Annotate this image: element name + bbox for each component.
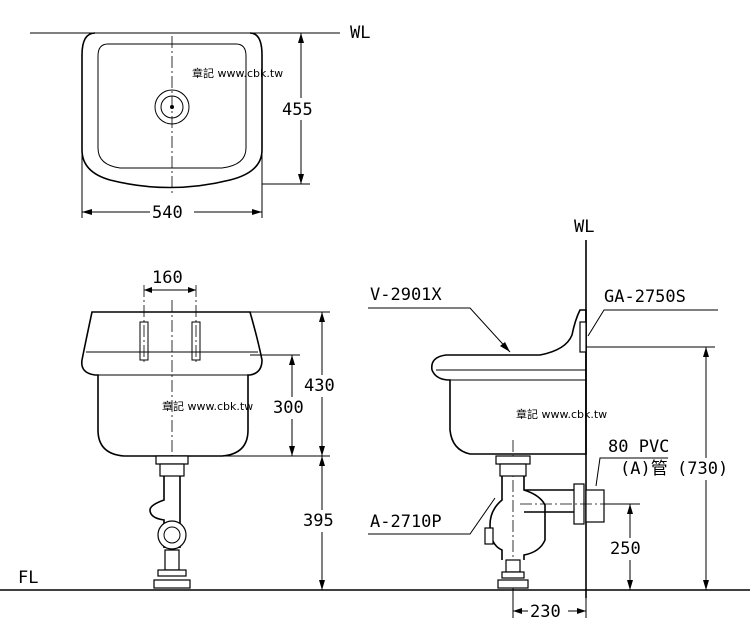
arrow-icon — [703, 347, 709, 357]
front-drain-flange — [155, 455, 189, 465]
dim-430-text: 430 — [304, 376, 335, 396]
valve-model-leader — [587, 309, 718, 337]
side-trap-body — [489, 476, 546, 560]
side-sink-body — [430, 309, 587, 455]
arrow-icon — [289, 355, 295, 365]
top-view: WL 章記 www.cbk.tw 455 540 — [30, 23, 370, 223]
dim-455-bg — [282, 98, 320, 120]
sink-model-label: V-2901X — [370, 285, 442, 305]
trap-model-leader — [368, 497, 496, 535]
front-leg-nut — [157, 569, 187, 577]
dim-230-text: 230 — [530, 602, 561, 622]
front-view: FL 160 章記 www.cbk.tw — [0, 268, 750, 591]
dim-230-bg — [528, 602, 568, 620]
dim-160-text: 160 — [152, 268, 183, 288]
trap-model-label: A-2710P — [370, 512, 442, 532]
arrow-icon — [627, 504, 633, 514]
side-support-leg — [505, 559, 521, 573]
dim-455-text: 455 — [282, 100, 313, 120]
top-bowl-outline — [81, 32, 263, 189]
dim-730-text: (730) — [677, 459, 728, 479]
top-basin-inner — [97, 43, 247, 169]
side-foot — [497, 579, 529, 589]
side-drain-flange — [495, 455, 531, 465]
arrow-icon — [319, 456, 325, 466]
arrow-icon — [513, 608, 522, 614]
side-leg-nut — [501, 571, 525, 579]
arrow-icon — [703, 580, 709, 590]
valve-model-label: GA-2750S — [604, 287, 686, 307]
dim-540-text: 540 — [152, 203, 183, 223]
wl-label-side: WL — [574, 217, 594, 237]
wl-label-top: WL — [350, 23, 370, 43]
pipe-label-line1: 80 PVC — [608, 437, 669, 457]
side-outlet-pipe — [524, 489, 578, 513]
pipe-label-leader — [595, 457, 668, 487]
arrow-icon — [577, 608, 586, 614]
side-wall-pipe — [585, 489, 605, 523]
dim-300-bg — [273, 397, 311, 419]
front-drain-nut — [159, 463, 185, 477]
sink-model-leader — [368, 307, 511, 353]
arrow-icon — [298, 33, 304, 43]
dim-250-bg — [610, 538, 650, 560]
arrow-icon — [500, 342, 510, 352]
side-cleanout-icon — [484, 527, 494, 545]
watermark-side: 章記 www.cbk.tw — [516, 407, 607, 421]
side-view: WL 章記 www.cbk.tw V-2901X GA-2750S A-2710… — [368, 217, 735, 622]
arrow-icon — [627, 580, 633, 590]
dim-300-text: 300 — [273, 398, 304, 418]
front-cleanout-inner-icon — [163, 526, 181, 544]
dim-730-bg — [677, 458, 735, 480]
arrow-icon — [289, 446, 295, 456]
front-foot — [153, 579, 191, 589]
dim-395-bg — [303, 510, 343, 532]
arrow-icon — [319, 446, 325, 456]
arrow-icon — [298, 174, 304, 184]
pipe-label-line2: (A)管 — [620, 459, 668, 479]
arrow-icon — [144, 287, 152, 293]
arrow-icon — [319, 312, 325, 322]
dim-540-bg — [150, 203, 194, 221]
dim-395-text: 395 — [303, 511, 334, 531]
watermark-top: 章記 www.cbk.tw — [192, 66, 283, 80]
arrow-icon — [319, 580, 325, 590]
watermark-front: 章記 www.cbk.tw — [162, 399, 253, 413]
front-support-leg — [164, 549, 180, 571]
side-drain-nut — [499, 463, 527, 477]
dim-430-bg — [304, 375, 342, 397]
arrow-icon — [82, 209, 92, 215]
fl-label: FL — [18, 568, 38, 588]
side-valve-icon — [579, 321, 587, 353]
front-cleanout-icon — [157, 520, 187, 550]
dim-250-text: 250 — [610, 539, 641, 559]
arrow-icon — [188, 287, 196, 293]
arrow-icon — [252, 209, 262, 215]
